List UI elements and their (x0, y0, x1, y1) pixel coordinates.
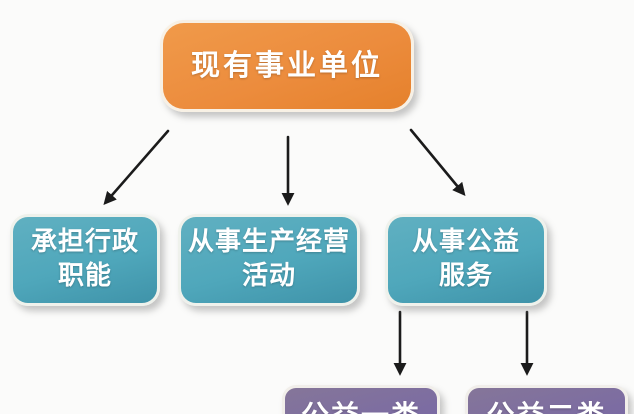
node-production-business-line1: 从事生产经营 (187, 227, 350, 258)
node-production-business: 从事生产经营 活动 (178, 214, 360, 306)
node-public-welfare-line2: 服务 (438, 261, 493, 291)
node-existing-institutions: 现有事业单位 (160, 20, 414, 112)
node-welfare-category-1-label: 公益一类 (301, 398, 421, 414)
arrow-root-to-admin (103, 129, 170, 205)
node-production-business-line2: 活动 (241, 261, 296, 291)
node-welfare-category-2-label: 公益二类 (486, 398, 606, 414)
node-public-welfare-line1: 从事公益 (411, 227, 520, 258)
arrow-root-to-welfare (409, 128, 466, 197)
node-administrative-functions-line1: 承担行政 (30, 227, 139, 258)
node-administrative-functions: 承担行政 职能 (10, 214, 160, 306)
node-public-welfare: 从事公益 服务 (385, 214, 547, 306)
node-existing-institutions-label: 现有事业单位 (190, 48, 383, 83)
node-administrative-functions-line2: 职能 (57, 261, 112, 291)
node-welfare-category-1: 公益一类 (282, 385, 440, 414)
node-welfare-category-2: 公益二类 (465, 385, 628, 414)
